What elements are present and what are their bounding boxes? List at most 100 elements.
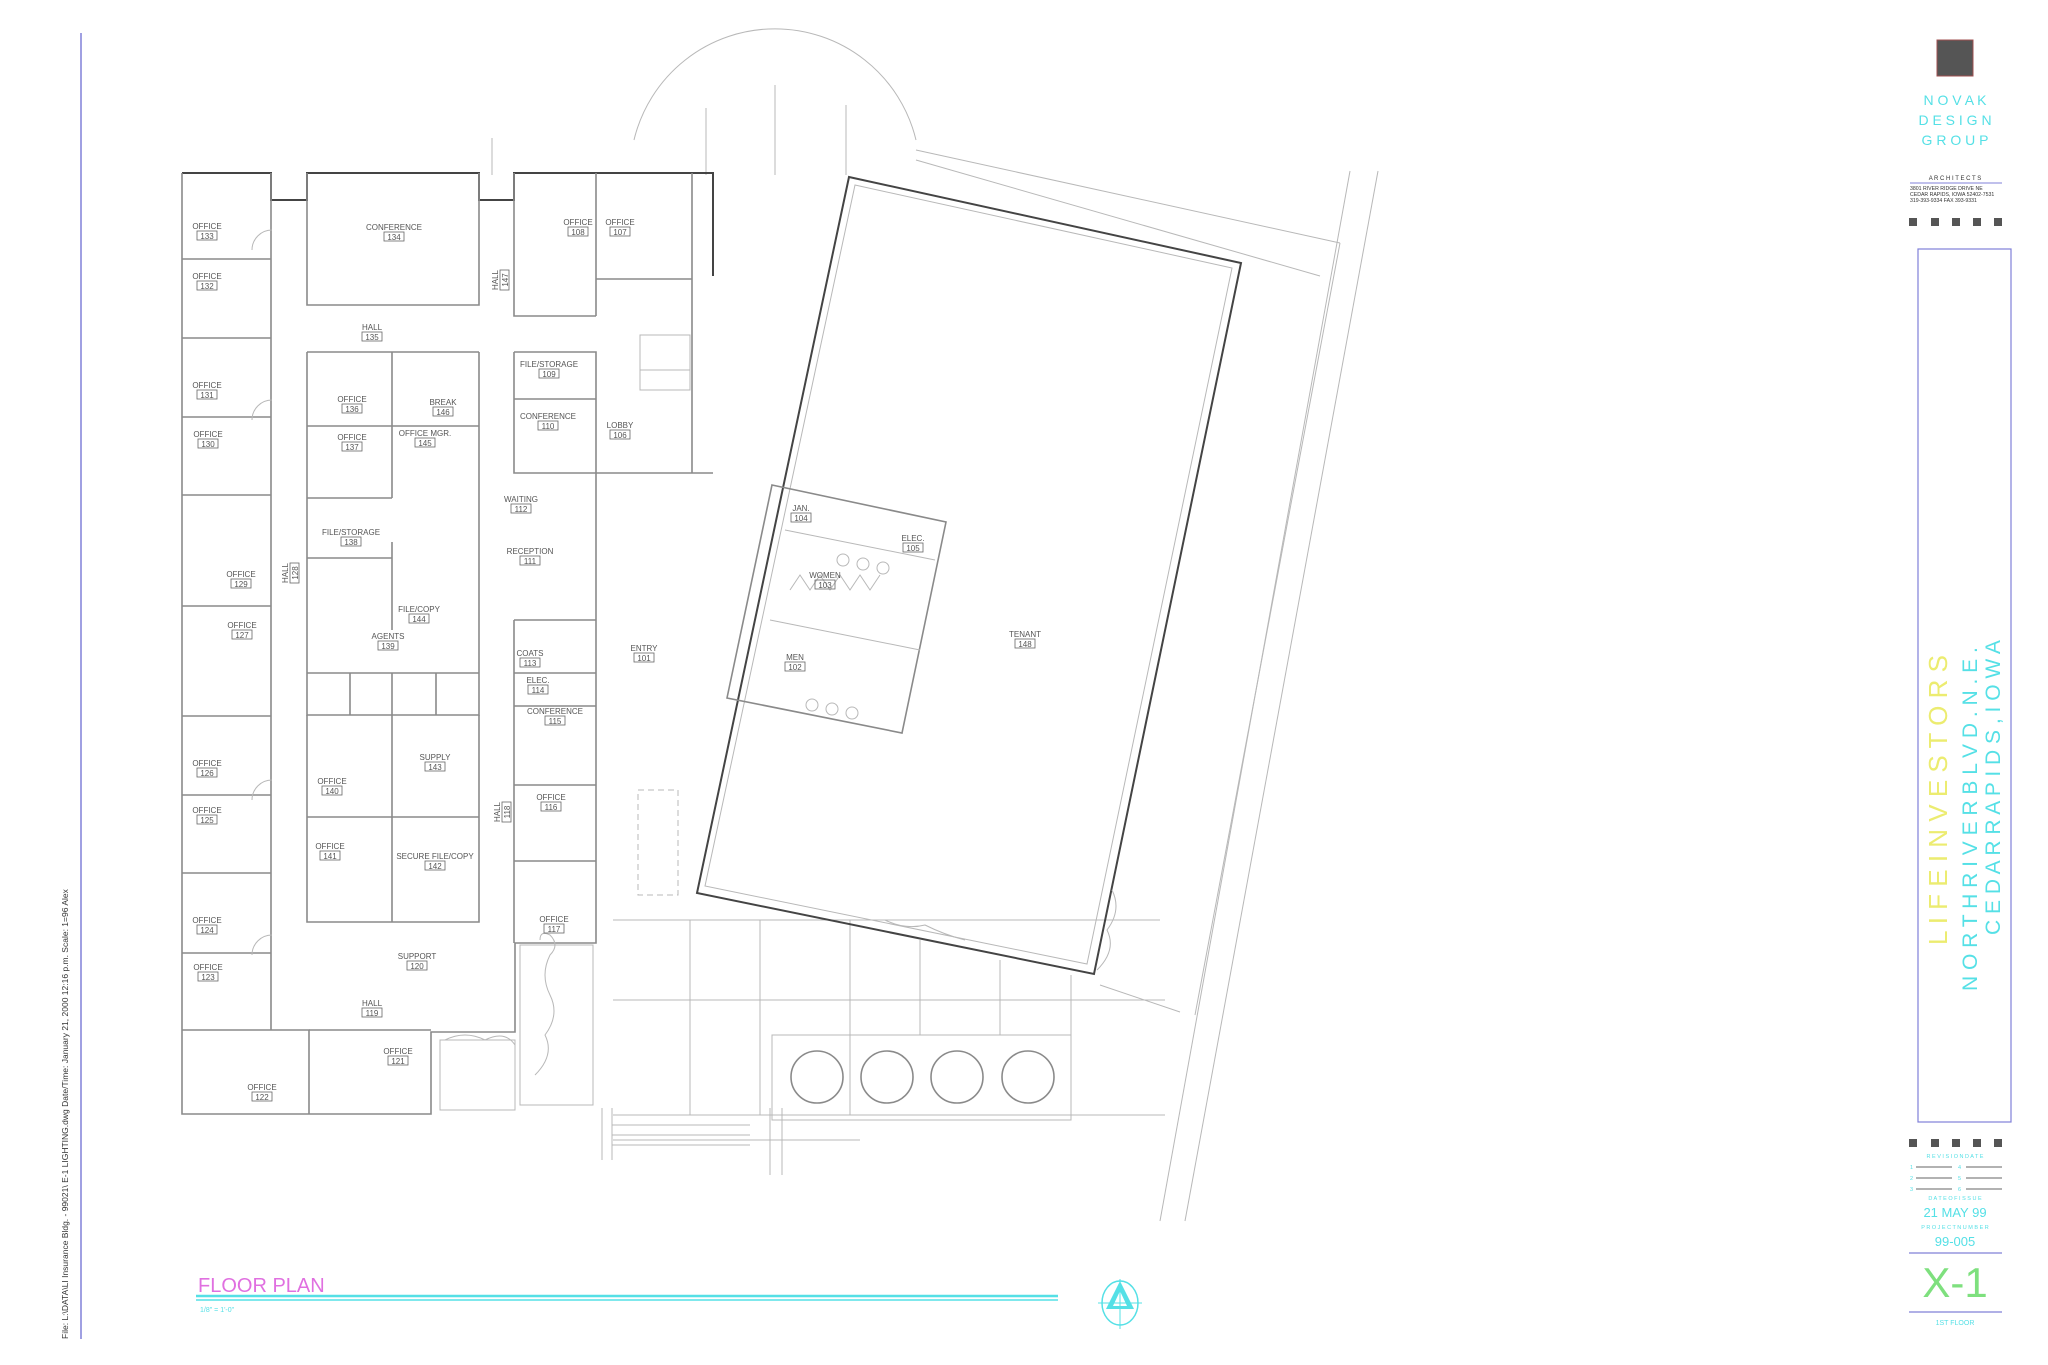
- room-number-box: [790, 512, 812, 523]
- room-number-box: [251, 1091, 273, 1102]
- firm-type: A R C H I T E C T S: [1929, 176, 1982, 182]
- room-name: CONFERENCE: [366, 223, 422, 232]
- firm-name-1: N O V A K: [1923, 92, 1987, 108]
- room-number-box: [567, 226, 589, 237]
- room-number: 142: [428, 862, 442, 871]
- sheet-title: 1ST FLOOR: [1936, 1320, 1975, 1327]
- room-number: 131: [200, 391, 214, 400]
- room-name: COATS: [517, 649, 544, 658]
- room-number-box: [230, 578, 252, 589]
- room-number-box: [519, 657, 541, 668]
- firm-logo: [1936, 39, 1974, 77]
- room-number-box: [424, 761, 446, 772]
- fan-icon: [790, 1050, 844, 1104]
- room-number: 106: [613, 431, 627, 440]
- date-of-issue-label: D A T E O F I S S U E: [1928, 1196, 1982, 1202]
- room-number-box: [196, 767, 218, 778]
- room-number: 147: [501, 273, 510, 287]
- room-name: WOMEN: [809, 571, 841, 580]
- room-number-box: [538, 368, 560, 379]
- room-name: WAITING: [504, 495, 538, 504]
- room-name: OFFICE: [337, 433, 366, 442]
- room-name: CONFERENCE: [527, 707, 583, 716]
- room-number: 129: [234, 580, 248, 589]
- room-number: 101: [637, 654, 651, 663]
- room-number: 144: [412, 615, 426, 624]
- room-number: 128: [291, 566, 300, 580]
- room-labels: OFFICE133OFFICE132OFFICE131OFFICE130OFFI…: [192, 218, 1041, 1102]
- room-name: HALL: [491, 269, 500, 290]
- room-number-box: [383, 231, 405, 242]
- room-name: OFFICE: [536, 793, 565, 802]
- drawing-title-text: FLOOR PLAN: [198, 1275, 325, 1297]
- room-number-box: [424, 860, 446, 871]
- room-number: 126: [200, 769, 214, 778]
- room-name: RECEPTION: [507, 547, 554, 556]
- revision-number: 3: [1910, 1187, 1913, 1193]
- room-name: HALL: [362, 323, 383, 332]
- room-number: 138: [344, 538, 358, 547]
- room-number: 121: [391, 1057, 405, 1066]
- date-of-issue: 21 MAY 99: [1923, 1205, 1986, 1220]
- room-number-box: [408, 613, 430, 624]
- room-number-box: [432, 406, 454, 417]
- room-number-box: [341, 441, 363, 452]
- room-name: OFFICE MGR.: [399, 429, 451, 438]
- room-number: 113: [524, 659, 537, 668]
- revision-number: 5: [1958, 1176, 1961, 1182]
- room-number-box: [501, 801, 512, 823]
- room-number-box: [197, 971, 219, 982]
- fan-icon: [1001, 1050, 1055, 1104]
- room-name: HALL: [493, 801, 502, 822]
- room-name: HALL: [281, 562, 290, 583]
- room-number-box: [609, 429, 631, 440]
- room-number: 145: [418, 439, 432, 448]
- room-number-box: [784, 661, 806, 672]
- room-number-box: [387, 1055, 409, 1066]
- room-number: 102: [788, 663, 802, 672]
- room-number: 105: [906, 544, 920, 553]
- room-number-box: [519, 555, 541, 566]
- fan-icon: [860, 1050, 914, 1104]
- room-number: 112: [515, 505, 528, 514]
- room-number-box: [406, 960, 428, 971]
- room-name: OFFICE: [192, 381, 221, 390]
- firm-name-2: D E S I G N: [1918, 112, 1991, 128]
- sheet-number: X-1: [1922, 1259, 1987, 1306]
- room-number: 132: [200, 282, 214, 291]
- project-address-2: C E D A R R A P I D S , I O W A: [1982, 640, 2005, 935]
- room-number: 124: [200, 926, 214, 935]
- room-number: 111: [524, 557, 537, 566]
- room-number-box: [537, 420, 559, 431]
- drawing-scale: 1/8" = 1'-0": [200, 1307, 235, 1314]
- room-number-box: [814, 579, 836, 590]
- room-number-box: [544, 715, 566, 726]
- fan-icon: [930, 1050, 984, 1104]
- room-number: 107: [613, 228, 627, 237]
- room-number: 148: [1018, 640, 1032, 649]
- room-number: 120: [410, 962, 424, 971]
- revision-number: 6: [1958, 1187, 1961, 1193]
- room-name: OFFICE: [539, 915, 568, 924]
- room-number: 104: [794, 514, 808, 523]
- room-name: OFFICE: [563, 218, 592, 227]
- room-number-box: [341, 403, 363, 414]
- room-number-box: [231, 629, 253, 640]
- room-number: 125: [200, 816, 214, 825]
- room-name: OFFICE: [317, 777, 346, 786]
- room-name: MEN: [786, 653, 804, 662]
